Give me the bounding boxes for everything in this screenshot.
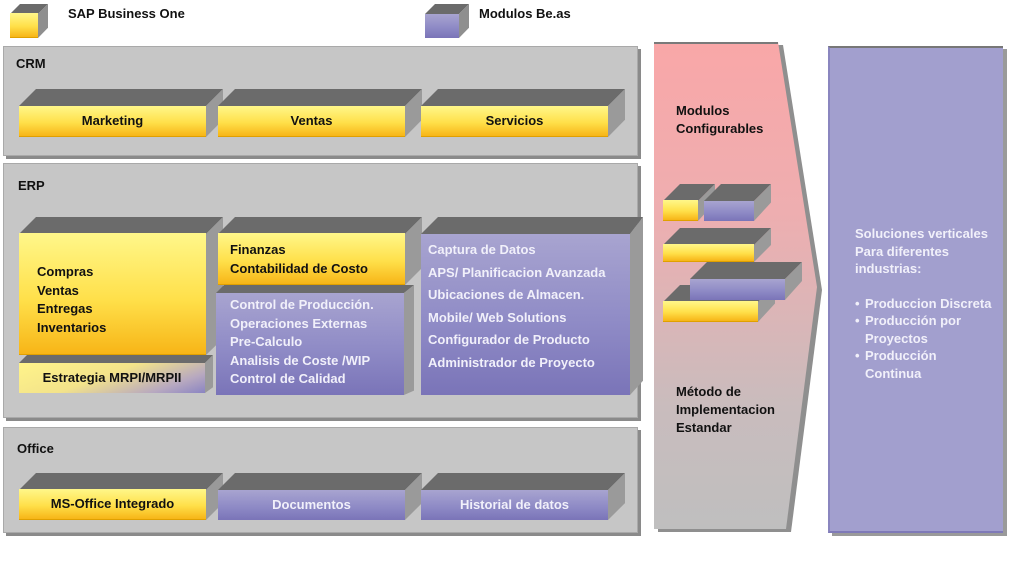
office-module-label: MS-Office Integrado: [19, 489, 206, 520]
crm-module-marketing[interactable]: Marketing: [19, 89, 223, 137]
legend-beas-label: Modulos Be.as: [479, 6, 571, 21]
arrow-panel-bottom-line: Estandar: [676, 420, 732, 435]
arrow-panel-bottom-line: Implementacion: [676, 402, 775, 417]
erp-strategy-box[interactable]: Estrategia MRPI/MRPII: [19, 355, 213, 393]
office-module-msoffice[interactable]: MS-Office Integrado: [19, 473, 223, 520]
crm-module-label: Servicios: [421, 106, 608, 137]
office-module-label: Documentos: [218, 490, 405, 520]
office-module-documentos[interactable]: Documentos: [218, 473, 422, 520]
erp-beas-line: Administrador de Proyecto: [428, 354, 595, 370]
erp-core-line: Ventas: [37, 282, 79, 298]
legend-beas-cube: [425, 4, 469, 38]
vertical-intro-line: Soluciones verticales: [855, 226, 988, 241]
erp-beas-line: Captura de Datos: [428, 242, 536, 257]
erp-beas-line: Configurador de Producto: [428, 332, 590, 347]
vertical-bullet-line: Proyectos: [865, 330, 928, 346]
bullet-icon: •: [855, 295, 860, 311]
vertical-bullet-line: Produccion Discreta: [865, 295, 992, 311]
legend-sap-label: SAP Business One: [68, 6, 185, 21]
vertical-bullet-line: Continua: [865, 365, 922, 381]
crm-title: CRM: [16, 56, 46, 71]
legend-sap-cube: [10, 4, 48, 38]
vertical-bullet-item: • Produccion Discreta: [855, 295, 991, 313]
vertical-solutions-panel: Soluciones verticales Para diferentes in…: [828, 46, 1003, 533]
crm-module-ventas[interactable]: Ventas: [218, 89, 422, 137]
vertical-bullet-item: • Producción Continua: [855, 347, 991, 382]
erp-beas-line: APS/ Planificacion Avanzada: [428, 264, 606, 280]
arrow-panel-bottom-line: Método de: [676, 384, 741, 399]
erp-production-line: Analisis de Coste /WIP: [230, 352, 371, 368]
arrow-panel-bottom-text: Método de Implementacion Estandar: [676, 383, 775, 437]
erp-strategy-label: Estrategia MRPI/MRPII: [19, 363, 205, 393]
erp-beas-box[interactable]: Captura de Datos APS/ Planificacion Avan…: [421, 217, 643, 395]
arrow-panel-top-line: Modulos: [676, 103, 730, 118]
vertical-intro-line: Para diferentes: [855, 243, 949, 259]
vertical-bullet-item: • Producción por Proyectos: [855, 312, 991, 347]
crm-module-servicios[interactable]: Servicios: [421, 89, 625, 137]
erp-production-box[interactable]: Control de Producción. Operaciones Exter…: [216, 285, 414, 395]
erp-core-box[interactable]: Compras Ventas Entregas Inventarios: [19, 217, 223, 355]
mini-cube-yellow-mid: [663, 228, 771, 262]
bullet-icon: •: [855, 313, 860, 328]
mini-cube-purple-small: [704, 184, 771, 221]
arrow-panel-top-text: Modulos Configurables: [676, 102, 763, 138]
office-title: Office: [17, 441, 54, 456]
office-module-label: Historial de datos: [421, 490, 608, 520]
crm-module-label: Marketing: [19, 106, 206, 137]
erp-production-line: Control de Calidad: [230, 371, 346, 386]
office-module-historial[interactable]: Historial de datos: [421, 473, 625, 520]
erp-core-line: Inventarios: [37, 319, 107, 335]
vertical-bullet-line: Producción: [865, 348, 937, 363]
erp-beas-line: Ubicaciones de Almacen.: [428, 287, 585, 302]
erp-finance-line: Finanzas: [230, 242, 286, 257]
erp-beas-line: Mobile/ Web Solutions: [428, 309, 567, 325]
mini-cube-purple-wide: [690, 262, 802, 300]
vertical-bullet-line: Producción por: [865, 313, 962, 328]
erp-production-line: Operaciones Externas: [230, 315, 368, 331]
crm-module-label: Ventas: [218, 106, 405, 137]
erp-core-line: Entregas: [37, 301, 93, 316]
bullet-icon: •: [855, 348, 860, 363]
vertical-intro-line: industrias:: [855, 261, 922, 276]
erp-finance-line: Contabilidad de Costo: [230, 260, 368, 276]
erp-core-line: Compras: [37, 264, 94, 279]
erp-production-line: Control de Producción.: [230, 297, 374, 312]
arrow-panel-top-line: Configurables: [676, 121, 764, 136]
erp-title: ERP: [18, 178, 45, 193]
erp-finance-box[interactable]: Finanzas Contabilidad de Costo: [218, 217, 422, 285]
erp-production-line: Pre-Calculo: [230, 334, 303, 349]
